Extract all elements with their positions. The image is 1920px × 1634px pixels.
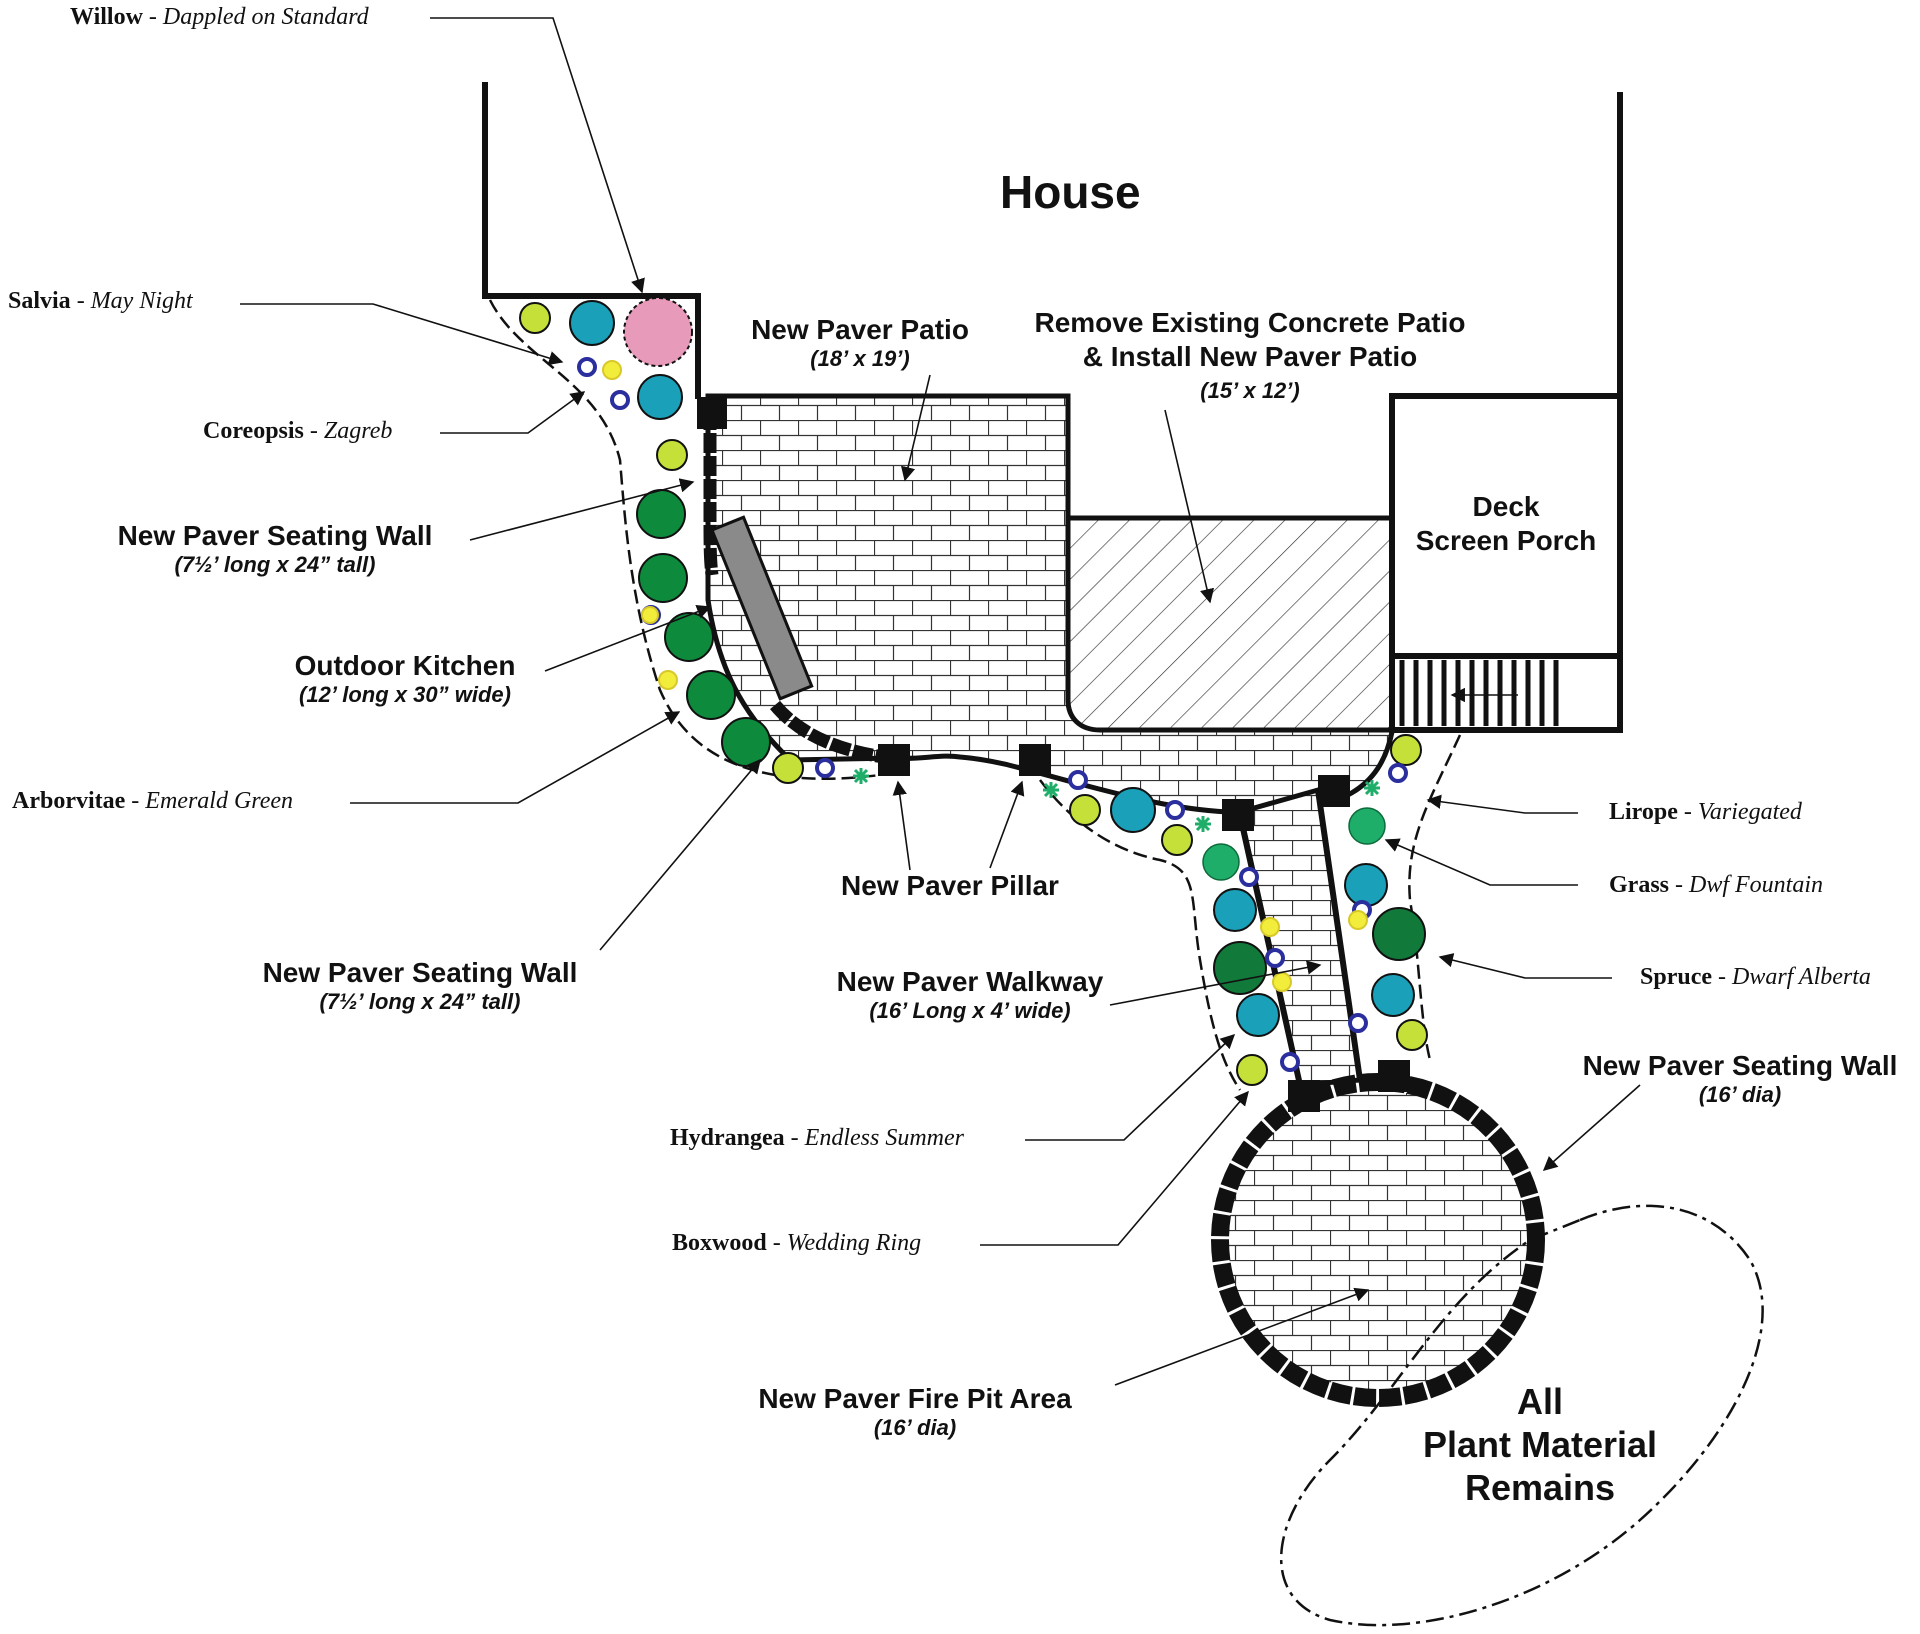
plant-label-arborvitae: Arborvitae - Emerald Green <box>12 788 293 815</box>
grass-separator: - <box>1669 872 1689 898</box>
boxwood-variety: Wedding Ring <box>786 1230 922 1256</box>
upper-seating-wall <box>703 410 719 576</box>
lower-seating-wall-title: New Paver Seating Wall <box>262 957 578 988</box>
boxwood-name: Boxwood <box>672 1230 767 1256</box>
patio-callout: New Paver Patio (18’ x 19’) <box>730 314 990 372</box>
kitchen-callout: Outdoor Kitchen (12’ long x 30” wide) <box>270 650 540 708</box>
upper-seating-wall-size: (7½’ long x 24” tall) <box>174 552 376 577</box>
walkway-size: (16’ Long x 4’ wide) <box>869 998 1071 1023</box>
coreopsis-name: Coreopsis <box>203 418 304 444</box>
plant-label-lirope: Lirope - Variegated <box>1609 799 1802 826</box>
plant-label-boxwood: Boxwood - Wedding Ring <box>672 1230 921 1257</box>
fire-pit-callout: New Paver Fire Pit Area (16’ dia) <box>730 1383 1100 1441</box>
grass-plants <box>1202 807 1386 881</box>
willow-separator: - <box>142 4 163 30</box>
remove-patio-size: (15’ x 12’) <box>1200 378 1300 403</box>
walkway-title: New Paver Walkway <box>836 966 1104 997</box>
salvia-name: Salvia <box>8 288 71 314</box>
deck-label: Deck Screen Porch <box>1398 490 1614 558</box>
upper-seating-wall-title: New Paver Seating Wall <box>117 520 433 551</box>
leader-lines <box>240 17 1641 1386</box>
grass-variety: Dwf Fountain <box>1689 872 1824 898</box>
lower-seating-wall-size: (7½’ long x 24” tall) <box>319 989 521 1014</box>
plant-label-hydrangea: Hydrangea - Endless Summer <box>670 1125 964 1152</box>
deck-line1: Deck <box>1472 491 1540 522</box>
walkway-callout: New Paver Walkway (16’ Long x 4’ wide) <box>810 966 1130 1024</box>
remove-patio-line2: & Install New Paver Patio <box>1082 341 1418 372</box>
willow-variety: Dappled on Standard <box>162 4 369 30</box>
spruce-separator: - <box>1712 964 1732 990</box>
hydrangea-name: Hydrangea <box>670 1125 785 1151</box>
remains-line2: Plant Material <box>1422 1424 1658 1465</box>
fire-pit-title: New Paver Fire Pit Area <box>758 1383 1072 1414</box>
hydrangea-separator: - <box>784 1125 805 1151</box>
hydrangea-plants <box>569 300 1415 1037</box>
willow-plant <box>623 297 693 367</box>
remove-patio-callout: Remove Existing Concrete Patio & Install… <box>1010 306 1490 408</box>
round-seating-wall-title: New Paver Seating Wall <box>1582 1050 1898 1081</box>
plant-label-grass: Grass - Dwf Fountain <box>1609 872 1823 899</box>
kitchen-title: Outdoor Kitchen <box>294 650 516 681</box>
existing-plant-area <box>1280 1204 1764 1627</box>
remains-line1: All <box>1516 1381 1563 1422</box>
paver-pillars <box>697 397 1410 1112</box>
existing-concrete-patio <box>1065 515 1395 733</box>
spruce-plants <box>1213 907 1426 995</box>
plant-remains-label: All Plant Material Remains <box>1390 1380 1690 1509</box>
outdoor-kitchen <box>710 515 814 701</box>
lower-seating-wall-callout: New Paver Seating Wall (7½’ long x 24” t… <box>235 957 605 1015</box>
grass-name: Grass <box>1609 872 1669 898</box>
plant-label-spruce: Spruce - Dwarf Alberta <box>1640 964 1871 991</box>
salvia-separator: - <box>70 288 91 314</box>
coreopsis-variety: Zagreb <box>323 418 393 444</box>
remove-patio-line1: Remove Existing Concrete Patio <box>1034 307 1466 338</box>
lirope-plants <box>853 768 1380 832</box>
deck-line2: Screen Porch <box>1415 525 1597 556</box>
coreopsis-plants <box>602 360 1368 992</box>
plant-label-salvia: Salvia - May Night <box>8 288 193 315</box>
round-seating-wall-callout: New Paver Seating Wall (16’ dia) <box>1565 1050 1915 1108</box>
lirope-separator: - <box>1677 799 1698 825</box>
planting-beds <box>488 299 1462 1091</box>
pillar-title: New Paver Pillar <box>841 870 1059 901</box>
spruce-name: Spruce <box>1640 964 1712 990</box>
round-seating-wall-size: (16’ dia) <box>1698 1082 1782 1107</box>
remains-line3: Remains <box>1464 1467 1616 1508</box>
house-label: House <box>1000 166 1141 218</box>
lower-seating-wall <box>770 700 893 765</box>
pillar-callout: New Paver Pillar <box>810 870 1090 902</box>
hydrangea-variety: Endless Summer <box>804 1125 964 1151</box>
arborvitae-separator: - <box>125 788 146 814</box>
house-outline <box>482 82 1623 399</box>
spruce-variety: Dwarf Alberta <box>1732 964 1871 990</box>
patio-title: New Paver Patio <box>751 314 969 345</box>
kitchen-size: (12’ long x 30” wide) <box>299 682 511 707</box>
boxwood-separator: - <box>766 1230 787 1256</box>
arborvitae-variety: Emerald Green <box>145 788 294 814</box>
lirope-name: Lirope <box>1609 799 1678 825</box>
fire-pit-area <box>1228 1090 1528 1390</box>
plant-label-coreopsis: Coreopsis - Zagreb <box>203 418 392 445</box>
fire-pit-size: (16’ dia) <box>873 1415 957 1440</box>
arborvitae-name: Arborvitae <box>12 788 126 814</box>
willow-name: Willow <box>70 4 143 30</box>
arborvitae-plants <box>636 489 771 767</box>
boxwood-plants <box>519 302 1428 1086</box>
plant-label-willow: Willow - Dappled on Standard <box>70 4 369 31</box>
deck-screen-porch <box>1389 393 1623 733</box>
salvia-variety: May Night <box>90 288 193 314</box>
upper-seating-wall-callout: New Paver Seating Wall (7½’ long x 24” t… <box>90 520 460 578</box>
coreopsis-separator: - <box>303 418 324 444</box>
lirope-variety: Variegated <box>1697 799 1802 825</box>
patio-size: (18’ x 19’) <box>810 346 910 371</box>
